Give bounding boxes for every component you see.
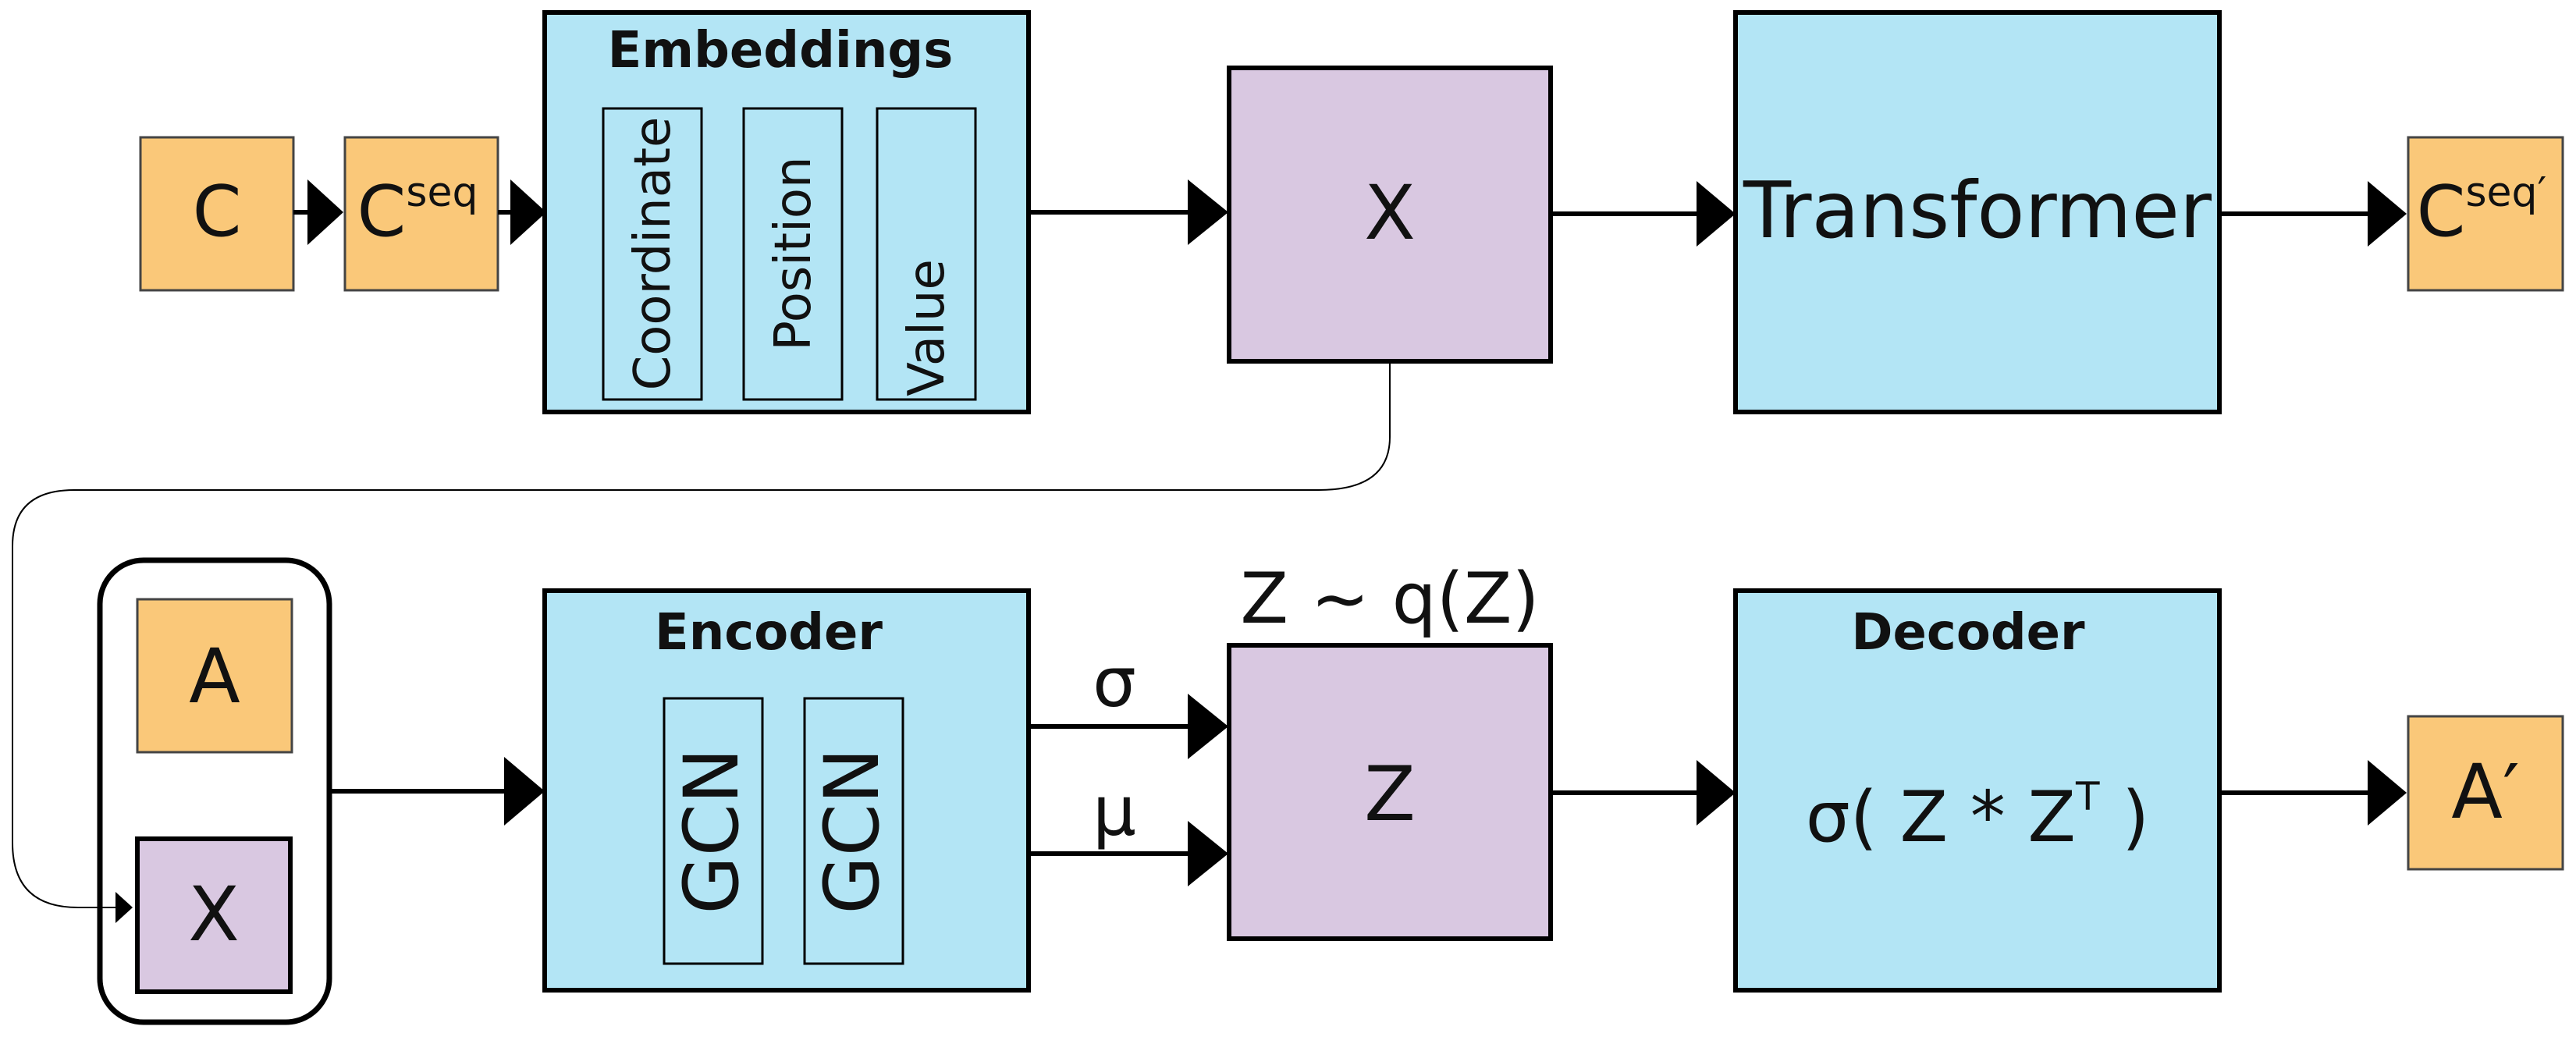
decoder-formula: σ( Z * ZT ) (1806, 774, 2150, 858)
cseq-output-base: C (2417, 171, 2466, 253)
arrow-graph-to-encoder-head (504, 757, 545, 826)
cseq-output-box (2407, 136, 2564, 292)
arrow-x-to-transformer-head (1697, 181, 1736, 247)
arrow-cseq-to-embeddings-head (510, 179, 546, 245)
position-embedding-label: Position (765, 156, 823, 350)
transformer-label: Transformer (1743, 165, 2212, 256)
x-feature-label: X (1364, 169, 1416, 257)
position-embedding-box (742, 107, 844, 401)
x-node-features-box (135, 836, 293, 994)
gcn-layer-2-box (803, 697, 904, 965)
decoder-formula-sup: T (2075, 774, 2100, 819)
encoder-title: Encoder (655, 604, 883, 662)
sigma-label: σ (1093, 642, 1136, 723)
gcn-layer-1-label: GCN (668, 748, 755, 914)
arrow-embeddings-to-x-head (1188, 179, 1228, 245)
z-latent-label: Z (1364, 751, 1416, 838)
coordinate-embedding-label: Coordinate (624, 117, 682, 391)
arrow-sigma-head (1188, 694, 1228, 759)
cseq-label: Cseq (357, 169, 478, 253)
c-input-box (139, 136, 295, 292)
arrow-c-to-cseq-head (307, 179, 343, 245)
z-latent-box (1227, 643, 1553, 941)
cseq-sup: seq (406, 169, 478, 216)
cseq-output-sup: seq′ (2465, 169, 2546, 216)
arrow-mu-head (1188, 821, 1228, 886)
arrow-z-to-decoder-head (1697, 760, 1736, 826)
x-reuse-connector-head (115, 892, 133, 923)
a-adjacency-label: A (189, 633, 240, 720)
embeddings-title: Embeddings (608, 22, 954, 80)
coordinate-embedding-box (602, 107, 703, 401)
x-reuse-connector (12, 361, 1391, 908)
encoder-module (542, 588, 1031, 993)
a-adjacency-box (136, 598, 293, 754)
transformer-module (1733, 10, 2222, 414)
cseq-base: C (357, 171, 407, 253)
embeddings-module (542, 10, 1031, 414)
decoder-formula-suffix: ) (2100, 776, 2150, 858)
decoder-title: Decoder (1851, 604, 2085, 662)
z-distribution-caption: Z ~ q(Z) (1240, 558, 1539, 640)
c-input-label: C (193, 171, 242, 253)
a-output-box (2407, 715, 2564, 871)
value-embedding-label: Value (898, 259, 956, 396)
mu-label: μ (1093, 771, 1136, 851)
value-embedding-box (876, 107, 977, 401)
a-output-label: A′ (2451, 748, 2519, 836)
gcn-layer-1-box (663, 697, 764, 965)
gcn-layer-2-label: GCN (808, 748, 896, 914)
cseq-output-label: Cseq′ (2417, 169, 2547, 253)
decoder-formula-prefix: σ( Z * Z (1806, 776, 2076, 858)
x-node-features-label: X (188, 871, 240, 958)
arrow-transformer-to-output-head (2368, 181, 2407, 247)
arrow-decoder-to-output-head (2368, 760, 2407, 826)
cseq-box (343, 136, 499, 292)
